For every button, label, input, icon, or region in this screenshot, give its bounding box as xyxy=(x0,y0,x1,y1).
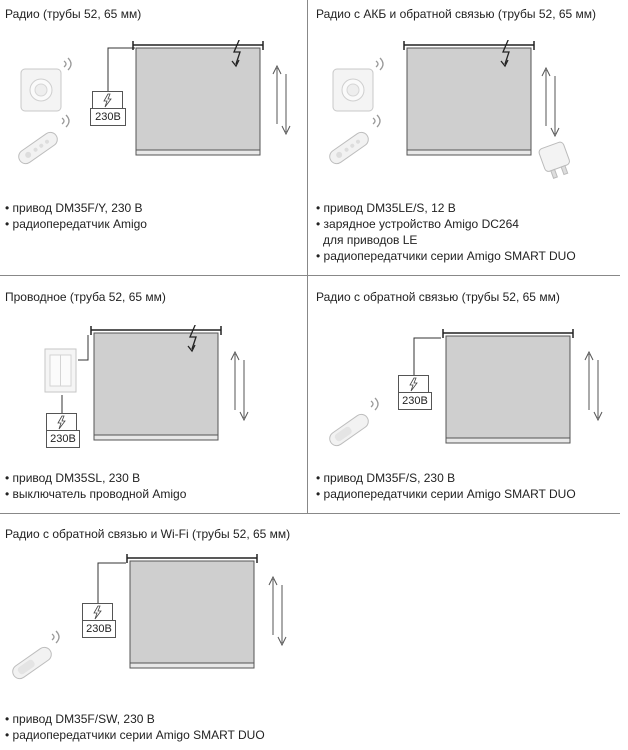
roller-blind xyxy=(126,554,258,669)
spec-item: • выключатель проводной Amigo xyxy=(5,487,187,501)
spec-list: • привод DM35F/S, 230 В • радиопередатчи… xyxy=(316,470,576,502)
wall-switch-icon xyxy=(44,348,77,393)
up-down-arrows-icon xyxy=(541,66,560,138)
power-label: 230В xyxy=(398,392,432,410)
spec-item: • зарядное устройство Amigo DC264 xyxy=(316,217,519,231)
spec-item: • радиопередатчики серии Amigo SMART DUO xyxy=(5,728,265,742)
divider-vertical-top xyxy=(307,0,308,513)
spec-item: • радиопередатчик Amigo xyxy=(5,217,147,231)
panel-wired: Проводное (труба 52, 65 мм) 230В • приво… xyxy=(0,275,307,513)
lightning-icon xyxy=(46,413,77,431)
wall-switch-icon xyxy=(332,68,374,112)
roller-blind xyxy=(442,329,574,444)
panel-title: Радио с АКБ и обратной связью (трубы 52,… xyxy=(316,7,597,21)
up-down-arrows-icon xyxy=(272,64,291,136)
spec-list: • привод DM35F/SW, 230 В • радиопередатч… xyxy=(5,711,265,743)
wiring xyxy=(61,335,89,413)
spec-list: • привод DM35LE/S, 12 В • зарядное устро… xyxy=(316,200,576,264)
charger-icon xyxy=(538,141,570,179)
radio-signal-icon xyxy=(375,57,384,71)
wall-switch-icon xyxy=(20,68,62,112)
divider-horizontal-2 xyxy=(0,513,620,514)
panel-title: Радио с обратной связью (трубы 52, 65 мм… xyxy=(316,290,560,304)
remote-control-icon xyxy=(329,413,369,447)
spec-item: • привод DM35F/Y, 230 В xyxy=(5,201,143,215)
radio-signal-icon xyxy=(372,114,381,128)
panel-radio-battery-feedback: Радио с АКБ и обратной связью (трубы 52,… xyxy=(307,0,620,275)
radio-signal-icon xyxy=(370,397,379,411)
remote-control-icon xyxy=(18,131,58,165)
spec-item: • привод DM35F/S, 230 В xyxy=(316,471,456,485)
spec-item: • привод DM35SL, 230 В xyxy=(5,471,141,485)
remote-control-icon xyxy=(329,131,369,165)
wiring xyxy=(97,562,126,603)
panel-radio-feedback: Радио с обратной связью (трубы 52, 65 мм… xyxy=(307,275,620,513)
wiring xyxy=(413,337,441,375)
panel-radio: Радио (трубы 52, 65 мм) 230В xyxy=(0,0,307,275)
remote-control-icon xyxy=(12,646,52,680)
power-label: 230В xyxy=(90,108,126,126)
up-down-arrows-icon xyxy=(584,350,603,422)
spec-item: • радиопередатчики серии Amigo SMART DUO xyxy=(316,487,576,501)
roller-blind xyxy=(90,325,222,441)
panel-radio-feedback-wifi: Радио с обратной связью и Wi-Fi (трубы 5… xyxy=(0,513,320,750)
radio-signal-icon xyxy=(63,57,72,71)
spec-list: • привод DM35F/Y, 230 В • радиопередатчи… xyxy=(5,200,147,232)
panel-title: Радио (трубы 52, 65 мм) xyxy=(5,7,142,21)
spec-item: • привод DM35LE/S, 12 В xyxy=(316,201,456,215)
panel-title: Радио с обратной связью и Wi-Fi (трубы 5… xyxy=(5,527,291,541)
spec-item: • привод DM35F/SW, 230 В xyxy=(5,712,155,726)
radio-signal-icon xyxy=(61,114,70,128)
panel-title: Проводное (труба 52, 65 мм) xyxy=(5,290,166,304)
power-label: 230В xyxy=(82,620,116,638)
radio-signal-icon xyxy=(51,630,60,644)
spec-list: • привод DM35SL, 230 В • выключатель про… xyxy=(5,470,186,502)
wiring xyxy=(107,47,135,95)
roller-blind xyxy=(403,40,535,156)
divider-horizontal-1 xyxy=(0,275,620,276)
spec-item: для приводов LE xyxy=(323,233,418,247)
up-down-arrows-icon xyxy=(268,575,287,647)
lightning-icon xyxy=(82,603,113,621)
power-label: 230В xyxy=(46,430,80,448)
lightning-icon xyxy=(398,375,429,393)
up-down-arrows-icon xyxy=(230,350,249,422)
spec-item: • радиопередатчики серии Amigo SMART DUO xyxy=(316,249,576,263)
roller-blind xyxy=(132,40,264,156)
